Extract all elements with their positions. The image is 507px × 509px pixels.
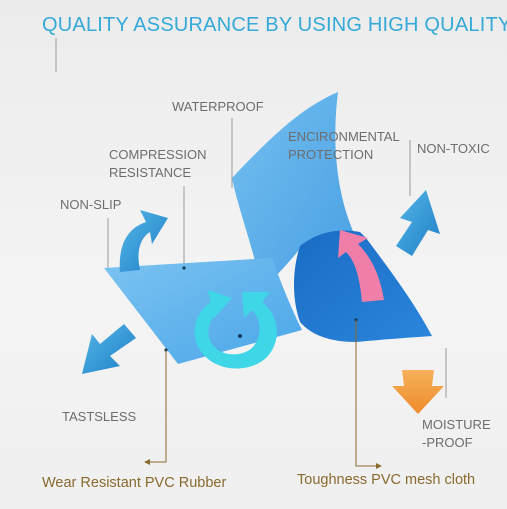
- label-moisture-proof: MOISTURE -PROOF: [422, 417, 491, 450]
- arrow-down-tasteless: [82, 324, 136, 374]
- rotation-arrow-icon: [194, 290, 277, 369]
- label-environmental-protection: ENCIRONMENTAL PROTECTION: [288, 129, 400, 162]
- label-non-slip: NON-SLIP: [60, 197, 122, 212]
- label-wear-resistant-pvc-rubber: Wear Resistant PVC Rubber: [42, 475, 227, 491]
- leader-lines: [55, 38, 447, 398]
- label-waterproof: WATERPROOF: [172, 99, 264, 114]
- curved-arrow-left: [119, 210, 168, 272]
- label-tasteless: TASTSLESS: [62, 409, 137, 424]
- arrow-down-moisture: [392, 370, 444, 414]
- brown-connectors: [150, 320, 376, 467]
- arrow-up-non-toxic: [396, 190, 440, 256]
- label-toughness-pvc-mesh-cloth: Toughness PVC mesh cloth: [297, 472, 476, 488]
- label-non-toxic: NON-TOXIC: [417, 141, 490, 156]
- page-title: QUALITY ASSURANCE BY USING HIGH QUALITY: [42, 14, 507, 36]
- label-compression-resistance: COMPRESSION RESISTANCE: [109, 147, 207, 180]
- pink-arrow: [338, 230, 384, 302]
